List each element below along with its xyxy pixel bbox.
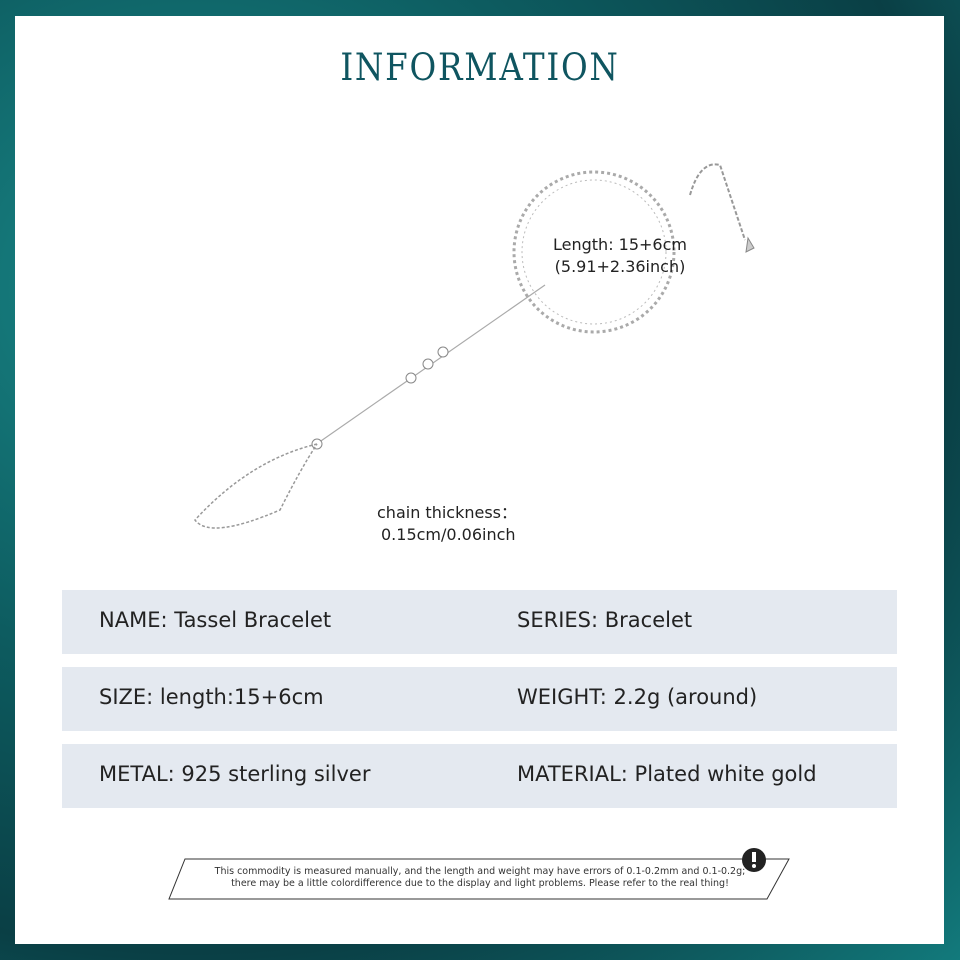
disclaimer-note: This commodity is measured manually, and… [214, 866, 746, 889]
thickness-label: chain thickness：0.15cm/0.06inch [377, 503, 517, 544]
length-label: Length: 15+6cm(5.91+2.36inch) [553, 235, 687, 276]
page-title: INFORMATION [340, 46, 620, 89]
